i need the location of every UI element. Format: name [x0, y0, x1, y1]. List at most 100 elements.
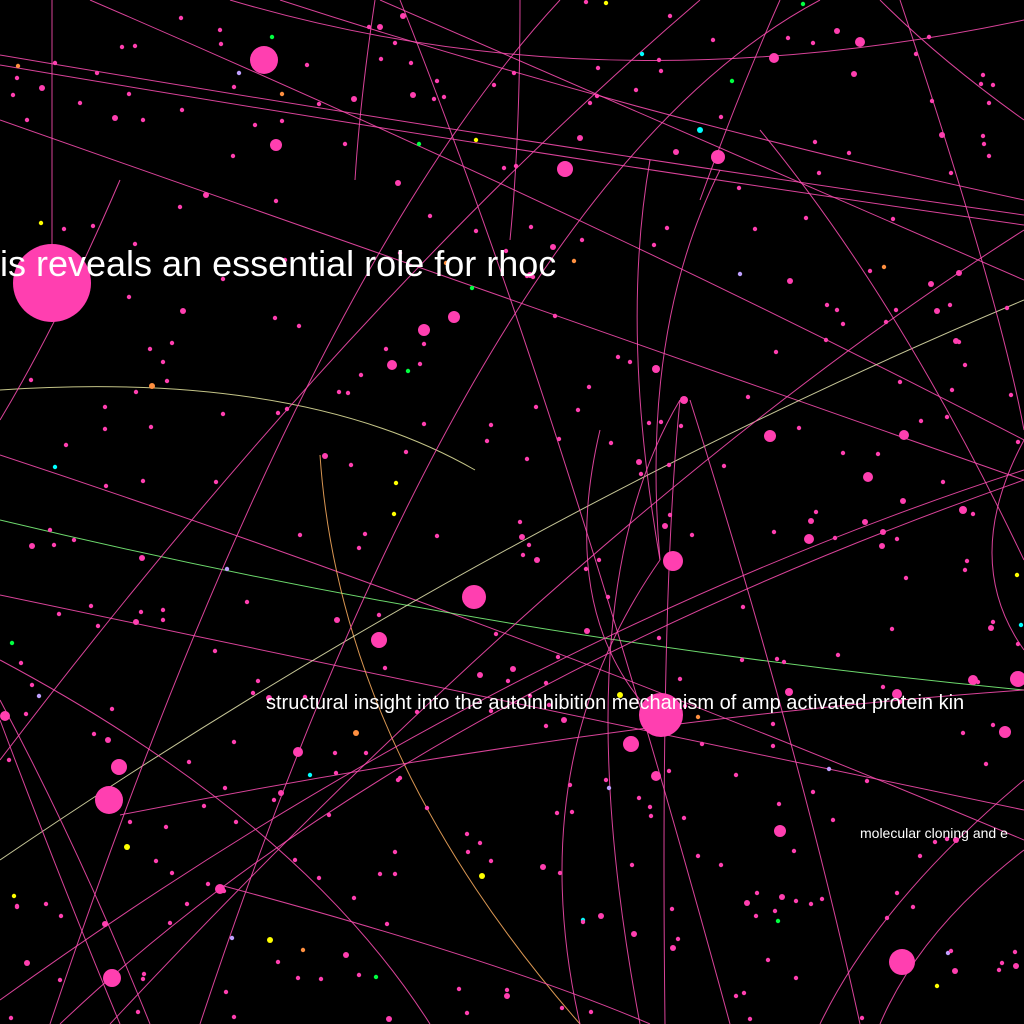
minor-node-193 — [384, 921, 390, 927]
minor-node-265 — [493, 631, 499, 637]
minor-node-79 — [318, 976, 324, 982]
node-31 — [892, 689, 902, 699]
minor-node-294 — [530, 274, 536, 280]
minor-node-23 — [695, 714, 701, 720]
minor-node-390 — [772, 908, 778, 914]
minor-node-405 — [988, 625, 994, 631]
minor-node-188 — [639, 51, 645, 57]
minor-node-377 — [416, 141, 422, 147]
minor-node-418 — [770, 743, 776, 749]
minor-node-406 — [51, 542, 57, 548]
minor-node-140 — [132, 241, 138, 247]
minor-node-146 — [61, 226, 67, 232]
edge-12 — [0, 469, 1024, 1001]
minor-node-160 — [405, 368, 411, 374]
minor-node-298 — [224, 566, 230, 572]
minor-node-107 — [356, 972, 362, 978]
minor-node-256 — [729, 78, 735, 84]
minor-node-52 — [392, 40, 398, 46]
minor-node-155 — [278, 790, 284, 796]
minor-node-55 — [880, 529, 886, 535]
minor-node-91 — [956, 270, 962, 276]
minor-node-40 — [606, 785, 612, 791]
minor-node-299 — [269, 34, 275, 40]
minor-node-171 — [266, 695, 272, 701]
minor-node-262 — [524, 456, 530, 462]
minor-node-111 — [862, 519, 868, 525]
minor-node-174 — [102, 921, 108, 927]
minor-node-274 — [721, 463, 727, 469]
minor-node-224 — [781, 659, 787, 665]
node-32 — [785, 688, 793, 696]
edge-16 — [199, 0, 821, 1024]
minor-node-128 — [835, 652, 841, 658]
minor-node-149 — [201, 803, 207, 809]
minor-node-277 — [366, 24, 372, 30]
minor-node-42 — [934, 308, 940, 314]
minor-node-289 — [851, 71, 857, 77]
minor-node-192 — [24, 117, 30, 123]
minor-node-408 — [889, 626, 895, 632]
minor-node-103 — [132, 43, 138, 49]
edge-32 — [899, 0, 1024, 431]
minor-node-9 — [102, 426, 108, 432]
minor-node-180 — [744, 900, 750, 906]
minor-node-124 — [926, 34, 932, 40]
minor-node-177 — [513, 163, 519, 169]
minor-node-293 — [752, 226, 758, 232]
minor-node-139 — [667, 13, 673, 19]
minor-node-74 — [148, 424, 154, 430]
minor-node-247 — [29, 682, 35, 688]
minor-node-183 — [434, 78, 440, 84]
minor-node-147 — [510, 666, 516, 672]
minor-node-242 — [667, 512, 673, 518]
minor-node-374 — [353, 730, 359, 736]
edge-35 — [759, 129, 1024, 561]
minor-node-135 — [517, 519, 523, 525]
minor-node-410 — [793, 975, 799, 981]
minor-node-50 — [464, 1010, 470, 1016]
minor-node-48 — [953, 837, 959, 843]
minor-node-258 — [520, 552, 526, 558]
minor-node-165 — [939, 132, 945, 138]
minor-node-61 — [292, 857, 298, 863]
minor-node-35 — [91, 731, 97, 737]
minor-node-280 — [808, 901, 814, 907]
minor-node-300 — [569, 809, 575, 815]
edge-28 — [354, 0, 376, 181]
minor-node-99 — [102, 404, 108, 410]
minor-node-57 — [699, 741, 705, 747]
node-0 — [13, 244, 91, 322]
minor-node-136 — [316, 101, 322, 107]
minor-node-108 — [894, 536, 900, 542]
minor-node-227 — [284, 406, 290, 412]
minor-node-328 — [739, 657, 745, 663]
minor-node-97 — [6, 757, 12, 763]
minor-node-279 — [800, 1, 806, 7]
node-7 — [557, 161, 573, 177]
minor-node-133 — [1012, 949, 1018, 955]
node-4 — [462, 585, 486, 609]
minor-node-304 — [864, 778, 870, 784]
minor-node-73 — [373, 974, 379, 980]
minor-node-335 — [970, 511, 976, 517]
minor-node-206 — [160, 607, 166, 613]
minor-node-201 — [575, 407, 581, 413]
edge-20 — [0, 719, 121, 1024]
minor-node-276 — [56, 611, 62, 617]
node-10 — [103, 969, 121, 987]
edge-22 — [561, 559, 661, 1024]
node-15 — [418, 324, 430, 336]
edge-13 — [109, 229, 1024, 1024]
minor-node-175 — [184, 901, 190, 907]
minor-node-66 — [307, 772, 313, 778]
edge-3 — [379, 0, 1024, 281]
minor-node-178 — [112, 115, 118, 121]
minor-node-59 — [745, 394, 751, 400]
edge-18 — [0, 0, 701, 761]
minor-node-321 — [981, 141, 987, 147]
minor-node-70 — [95, 623, 101, 629]
minor-node-125 — [177, 204, 183, 210]
minor-node-365 — [826, 766, 832, 772]
minor-node-281 — [962, 567, 968, 573]
